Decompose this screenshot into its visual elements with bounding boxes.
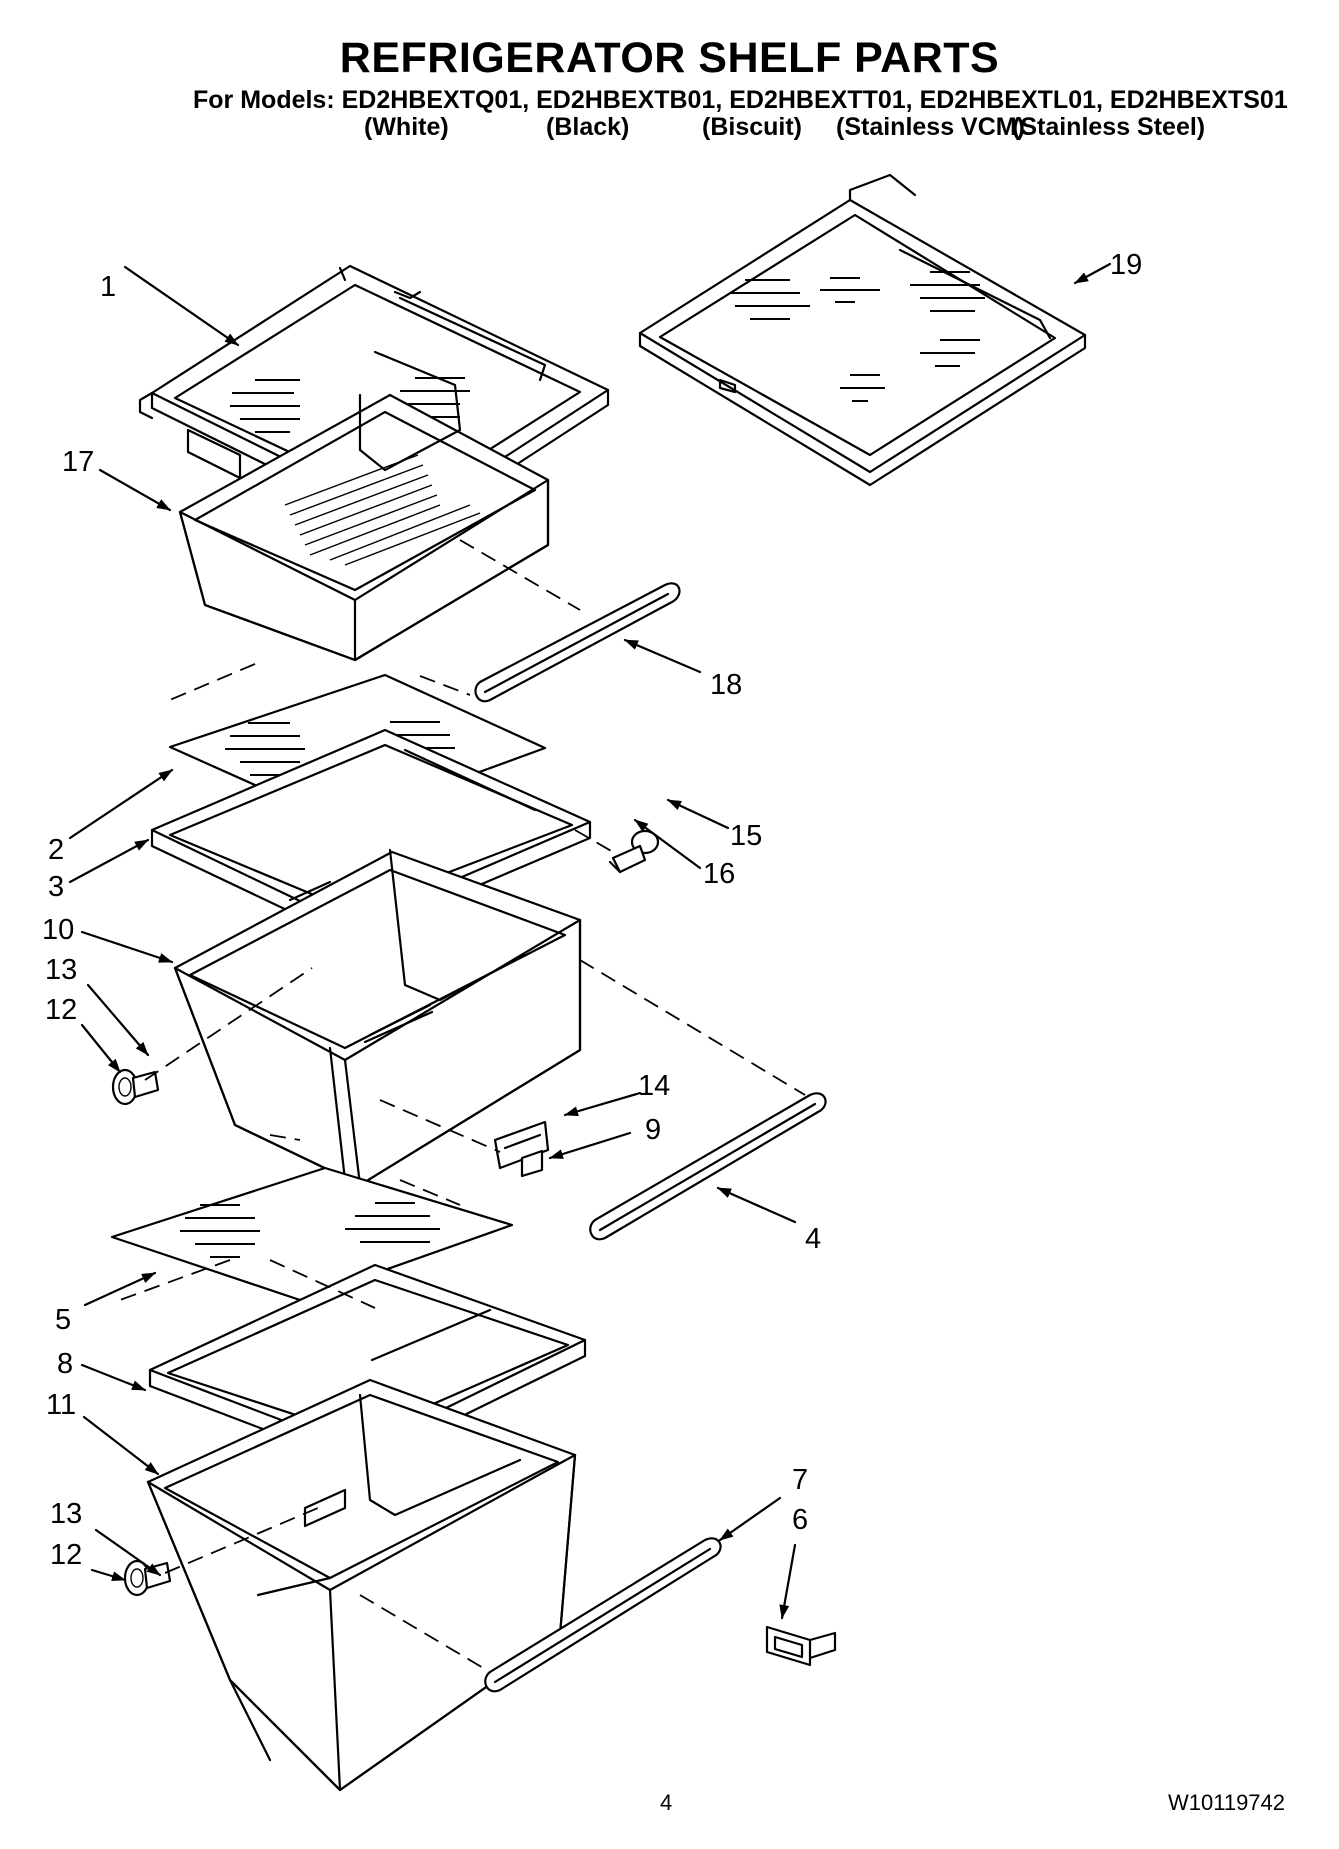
- callout-6: 6: [792, 1504, 809, 1536]
- callout-4: 4: [805, 1223, 822, 1255]
- part-17-drawer: [178, 350, 550, 662]
- page-number: 4: [660, 1790, 673, 1815]
- part-19-shelf: [638, 173, 1087, 487]
- part-18-trim: [474, 582, 681, 703]
- part-12-13-roller-upper: [111, 1068, 160, 1106]
- callout-9: 9: [645, 1114, 662, 1146]
- part-14-9-slide: [493, 1120, 550, 1178]
- document-number: W10119742: [1168, 1790, 1286, 1815]
- variant-white: (White): [364, 113, 449, 141]
- variant-stainless-steel: (Stainless Steel): [1012, 113, 1206, 141]
- assembly-lines: [119, 539, 806, 1673]
- callout-12-lower: 12: [50, 1539, 83, 1571]
- callout-13-upper: 13: [45, 954, 78, 986]
- callout-14: 14: [638, 1070, 671, 1102]
- callout-8: 8: [57, 1348, 74, 1380]
- models-line: For Models: ED2HBEXTQ01, ED2HBEXTB01, ED…: [193, 86, 1288, 114]
- callout-3: 3: [48, 871, 65, 903]
- page-title: REFRIGERATOR SHELF PARTS: [339, 34, 1000, 82]
- variant-biscuit: (Biscuit): [702, 113, 802, 141]
- part-7-trim: [484, 1537, 722, 1693]
- callout-2: 2: [48, 834, 65, 866]
- callout-leaders: [68, 262, 1112, 1620]
- variant-stainless-vcm: (Stainless VCM): [836, 113, 1025, 141]
- callout-5: 5: [55, 1304, 72, 1336]
- callout-17: 17: [62, 446, 95, 478]
- callout-10: 10: [42, 914, 75, 946]
- part-4-trim: [589, 1092, 827, 1241]
- part-5-glass-shelf: [110, 1166, 514, 1302]
- variant-black: (Black): [546, 113, 630, 141]
- callout-7: 7: [792, 1464, 809, 1496]
- callout-13-lower: 13: [50, 1498, 83, 1530]
- part-6-clip: [765, 1625, 837, 1667]
- callout-16: 16: [703, 858, 736, 890]
- callout-19: 19: [1110, 249, 1143, 281]
- callout-18: 18: [710, 669, 743, 701]
- callout-12-upper: 12: [45, 994, 78, 1026]
- part-11-drawer: [146, 1378, 577, 1792]
- part-3-shelf-frame: [150, 728, 592, 942]
- callout-15: 15: [730, 820, 763, 852]
- callout-1: 1: [100, 271, 117, 303]
- part-15-16-fasteners: [608, 829, 660, 874]
- callout-11: 11: [46, 1389, 77, 1421]
